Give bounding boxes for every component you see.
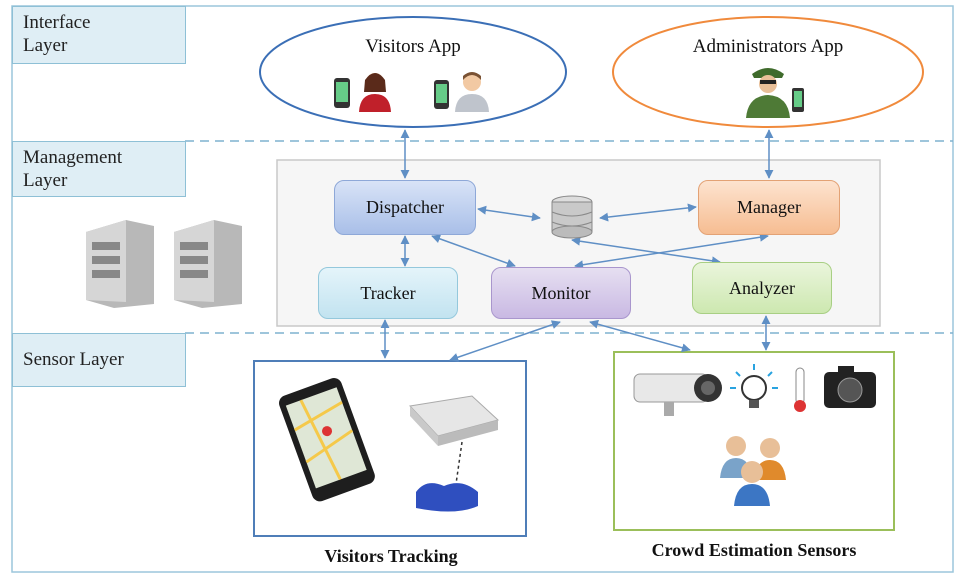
database-icon: [551, 195, 593, 239]
arrow-dispatcher-db: [477, 205, 541, 222]
woman-user-icon: [359, 73, 391, 112]
arrow-db-manager: [599, 203, 697, 222]
tag-icon: [416, 483, 478, 512]
arrow-monitor-visitors-tracking: [449, 320, 561, 362]
dispatcher-component: Dispatcher: [334, 180, 476, 235]
arrow-dispatcher-monitor: [431, 234, 516, 268]
photo-camera-icon: [824, 366, 876, 408]
arrow-db-analyzer: [571, 236, 721, 266]
cctv-camera-icon: [633, 373, 722, 416]
admin-app-title: Administrators App: [692, 36, 844, 57]
crowd-sensors-icons: [633, 364, 876, 506]
thermometer-icon: [794, 367, 806, 412]
server-icon: [86, 220, 242, 308]
arrow-monitor-crowd-sensors: [589, 319, 691, 353]
mobile-phone-icon: [434, 80, 449, 109]
tracker-component: Tracker: [318, 267, 458, 319]
soldier-admin-icon: [746, 68, 804, 118]
mobile-phone-icon: [334, 78, 350, 108]
visitors-tracking-caption: Visitors Tracking: [324, 546, 458, 566]
outer-frame: [11, 5, 954, 573]
management-layer-label: Management Layer: [12, 141, 186, 197]
crowd-users-icon: [720, 436, 786, 506]
monitor-component: Monitor: [491, 267, 631, 319]
smartphone-map-icon: [279, 378, 375, 502]
sensor-layer-label: Sensor Layer: [12, 333, 186, 387]
rfid-link: [455, 441, 463, 485]
man-user-icon: [455, 72, 489, 112]
visitors-app-icons: [334, 72, 489, 112]
analyzer-component: Analyzer: [692, 262, 832, 314]
visitors-app-title: Visitors App: [365, 36, 461, 57]
crowd-sensors-caption: Crowd Estimation Sensors: [651, 540, 857, 560]
interface-layer-label: Interface Layer: [12, 6, 186, 64]
light-bulb-icon: [730, 364, 778, 408]
visitors-tracking-icons: [279, 378, 500, 512]
manager-component: Manager: [698, 180, 840, 235]
rfid-reader-icon: [408, 395, 500, 446]
